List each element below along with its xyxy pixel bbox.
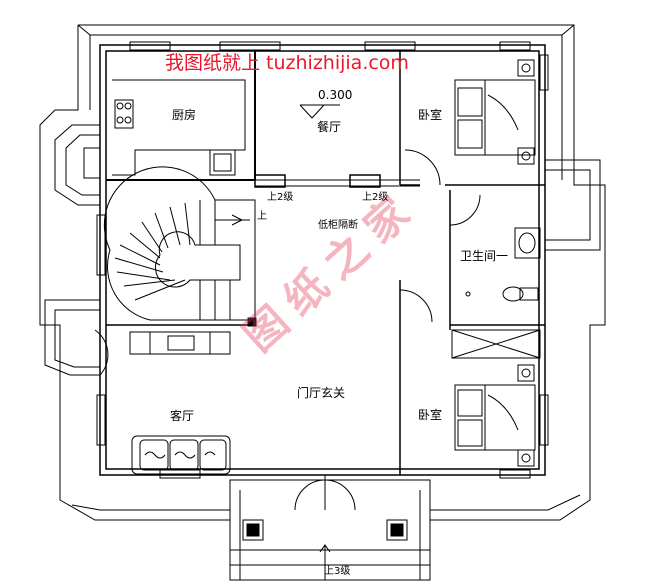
room-label-dining: 餐厅	[317, 120, 342, 134]
entry-cabinet	[129, 331, 231, 355]
bed-bottom	[454, 364, 536, 467]
interior-walls	[106, 51, 545, 475]
steps-label-right: 上2级	[362, 192, 389, 203]
site-watermark: 我图纸就上 tuzhizhijia.com	[165, 52, 409, 74]
steps-label-left: 上2级	[267, 192, 294, 203]
room-label-kitchen: 厨房	[172, 108, 197, 122]
room-label-bedroom-bottom: 卧室	[418, 408, 443, 422]
bathroom-fixtures	[451, 227, 541, 359]
top-windows	[129, 41, 531, 119]
bay-windows	[44, 124, 601, 376]
kitchen-area	[106, 51, 256, 181]
sofa	[131, 435, 231, 475]
elevation-label: 0.300	[318, 88, 353, 102]
entry-steps-label: 上3级	[324, 566, 351, 577]
stair-up-label: 上	[257, 211, 267, 222]
spiral-staircase	[103, 166, 257, 327]
room-label-living: 客厅	[170, 409, 195, 423]
roof-outline	[39, 24, 606, 521]
room-label-bathroom: 卫生间一	[460, 249, 509, 263]
room-label-bedroom-top: 卧室	[418, 108, 443, 122]
side-windows	[96, 54, 549, 479]
room-label-foyer: 门厅玄关	[297, 386, 346, 400]
bed-top	[454, 59, 536, 165]
exterior-walls	[99, 44, 546, 476]
partition-label: 低柜隔断	[318, 220, 358, 231]
front-porch	[229, 479, 431, 581]
